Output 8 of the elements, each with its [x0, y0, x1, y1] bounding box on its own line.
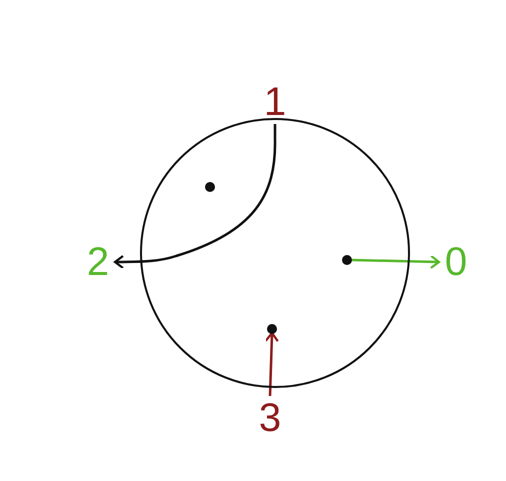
- number-label: 2: [80, 240, 116, 284]
- arrow: [352, 254, 440, 269]
- number-label: 3: [252, 396, 288, 440]
- number-label: 1: [258, 80, 292, 124]
- circle-outline: [140, 118, 410, 388]
- number-label: 0: [438, 240, 474, 284]
- arrow: [114, 124, 276, 270]
- arrow: [264, 332, 279, 396]
